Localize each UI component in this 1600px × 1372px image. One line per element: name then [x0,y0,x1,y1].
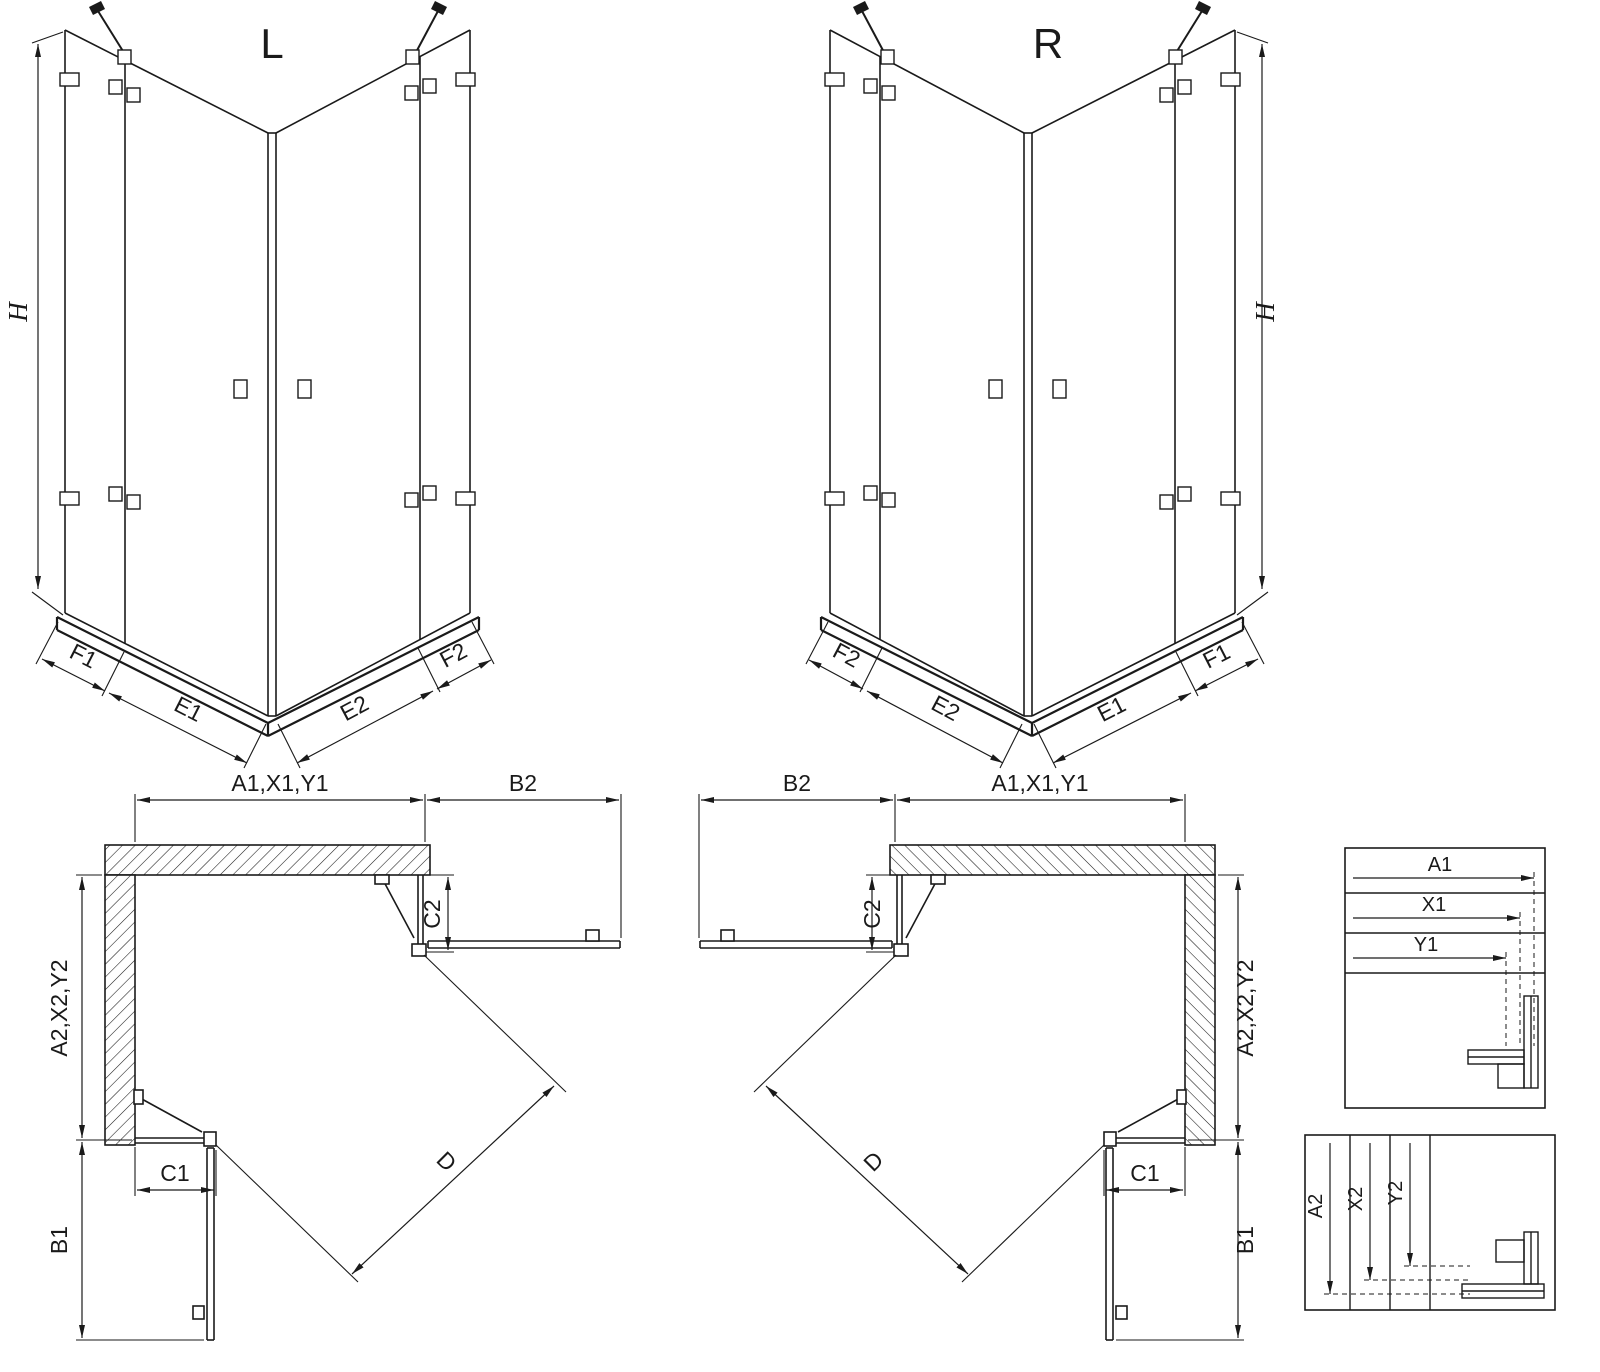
dim-label-height-right: H [1250,301,1280,323]
dim-label-f-outer-right-l: F2 [435,637,471,673]
plan-left-view [76,794,621,1340]
dim-label-width-top-planl: A1,X1,Y1 [231,770,328,796]
dim-label-b2-planr: B2 [783,770,811,796]
dim-label-height-left: H [3,301,33,323]
dim-label-f-outer-left-r: F2 [829,637,865,673]
plan-right-view [699,794,1244,1340]
dim-label-b1-planr: B1 [1232,1226,1258,1254]
dim-label-e-inner-left-l: E1 [170,691,207,727]
dim-label-f-outer-right-r: F1 [1199,638,1235,673]
dim-label-b2-planl: B2 [509,770,537,796]
detail-label-y1: Y1 [1414,934,1438,956]
detail-label-a2: A2 [1305,1194,1327,1218]
dim-label-f-outer-left-l: F1 [66,638,102,673]
detail-depths-box [1304,1134,1556,1311]
variant-label-left: L [260,20,283,67]
dim-label-c1-planl: C1 [160,1160,189,1186]
dim-label-d-planl: D [432,1146,462,1176]
dim-label-width-top-planr: A1,X1,Y1 [991,770,1088,796]
detail-label-x1: X1 [1422,894,1446,916]
variant-label-right: R [1033,20,1063,67]
perspective-right-view [806,1,1268,768]
detail-label-y2: Y2 [1385,1181,1407,1205]
detail-label-x2: X2 [1345,1187,1367,1211]
detail-widths-box [1344,847,1546,1109]
dim-label-e-inner-left-r: E2 [927,690,964,726]
dim-label-c1-planr: C1 [1130,1160,1159,1186]
detail-label-a1: A1 [1428,854,1452,876]
dim-label-depth-planl: A2,X2,Y2 [46,959,72,1056]
dim-label-c2-planl: C2 [419,899,445,928]
dim-label-c2-planr: C2 [859,899,885,928]
perspective-left-view [32,1,494,768]
dim-label-b1-planl: B1 [46,1226,72,1254]
dim-label-depth-planr: A2,X2,Y2 [1232,959,1258,1056]
dim-label-e-inner-right-l: E2 [336,690,373,726]
dim-label-d-planr: D [858,1146,888,1176]
dim-label-e-inner-right-r: E1 [1093,691,1130,727]
